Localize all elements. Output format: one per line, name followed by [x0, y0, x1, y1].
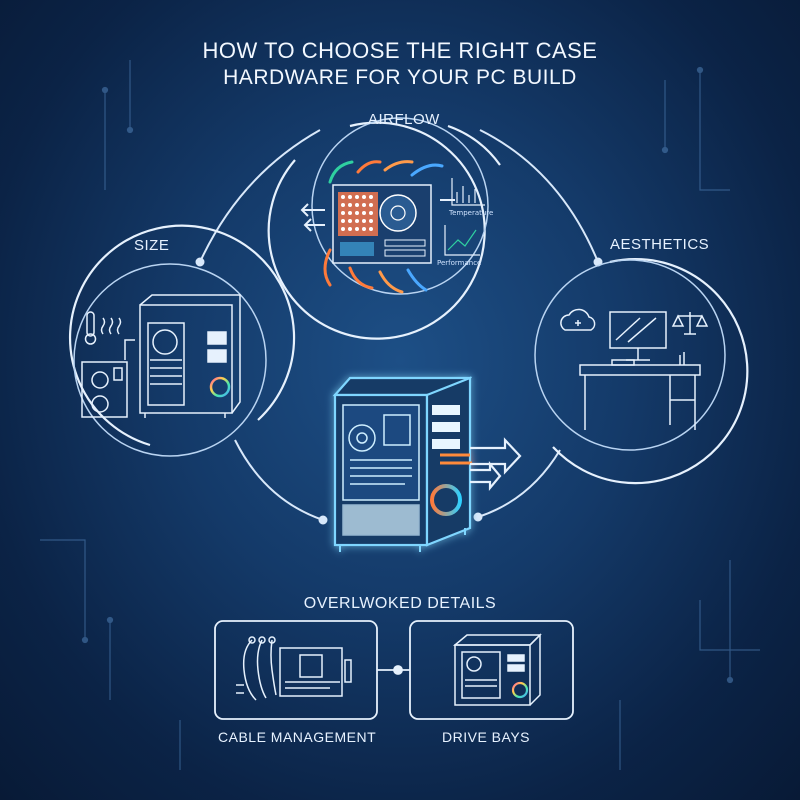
airflow-circle	[267, 117, 501, 340]
pc-case-icon	[332, 376, 473, 552]
arrow-right-icon	[470, 437, 522, 492]
cable-management-icon	[236, 636, 352, 701]
circuit-traces	[40, 60, 760, 770]
details-boxes	[214, 620, 574, 720]
cloud-icon	[560, 308, 596, 331]
connector-arcs	[195, 129, 603, 525]
page-title-line-2: HARDWARE FOR YOUR PC BUILD	[223, 66, 577, 89]
performance-caption: Performance	[437, 259, 482, 267]
drive-bays-label: DRIVE BAYS	[442, 729, 530, 745]
airflow-label: AIRFLOW	[368, 111, 440, 128]
scales-icon	[671, 312, 709, 335]
performance-chart-icon	[444, 225, 480, 256]
aesthetics-illustration	[560, 308, 709, 430]
size-illustration	[81, 294, 241, 418]
monitor-icon	[609, 311, 667, 361]
aesthetics-circle	[534, 257, 749, 485]
page-title-line-1: HOW TO CHOOSE THE RIGHT CASE	[202, 38, 598, 63]
temperature-caption: Temperature	[449, 209, 494, 217]
details-heading: OVERLWOKED DETAILS	[303, 595, 497, 612]
cable-management-label: CABLE MANAGEMENT	[218, 729, 377, 745]
airflow-illustration	[300, 160, 485, 294]
drive-bays-icon	[452, 633, 542, 706]
aesthetics-label: AESTHETICS	[610, 236, 710, 253]
thermometer-icon	[84, 311, 97, 345]
size-label: SIZE	[134, 237, 170, 254]
size-circle	[68, 224, 296, 457]
temperature-chart-icon	[451, 178, 485, 206]
